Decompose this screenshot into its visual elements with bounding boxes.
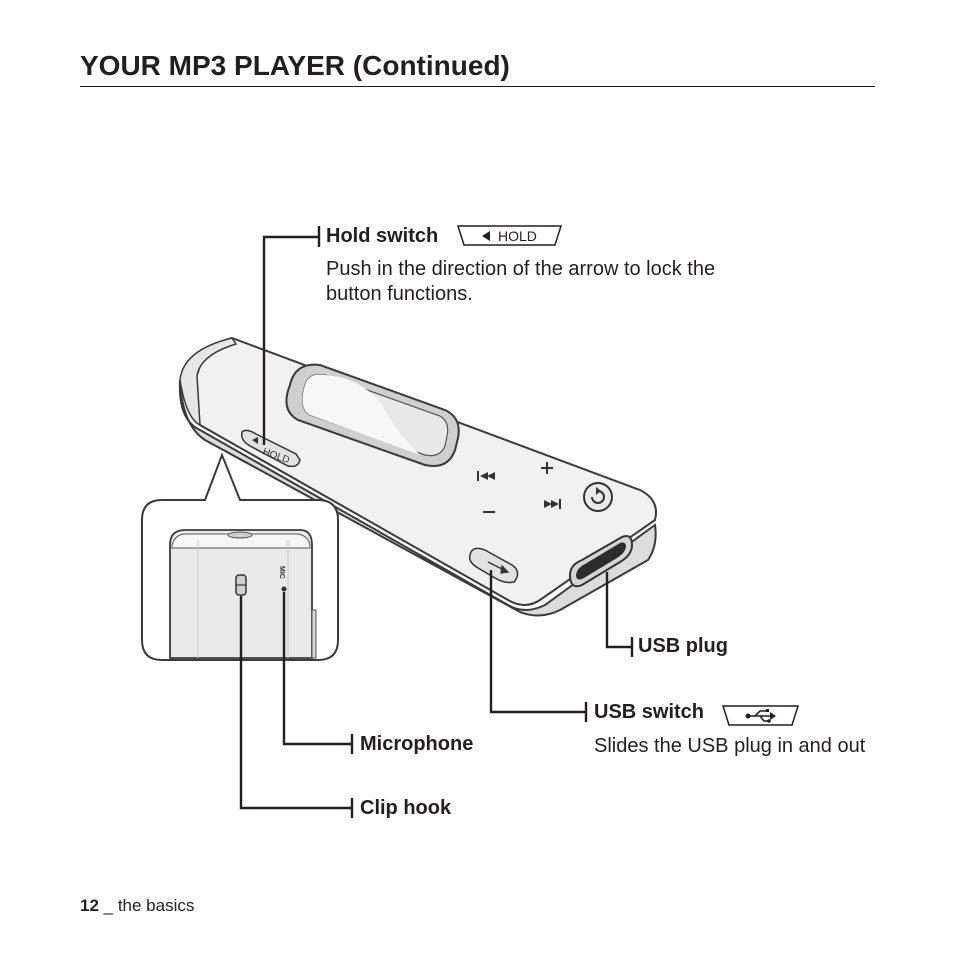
- usb-plug: [568, 535, 634, 588]
- usb-switch-legend-icon: [721, 705, 800, 726]
- usb-switch-description: Slides the USB plug in and out: [594, 735, 866, 757]
- microphone-label: Microphone: [360, 733, 474, 755]
- microphone-icon: MIC: [278, 566, 287, 592]
- back-button-icon: [583, 482, 613, 512]
- usb-symbol-icon: [748, 710, 772, 722]
- hold-switch-leader: [262, 235, 318, 445]
- usb-switch-label: USB switch: [594, 701, 705, 723]
- next-button-icon: [544, 499, 561, 509]
- hold-switch-legend-icon: HOLD: [456, 225, 563, 246]
- bottom-view-inset: MIC: [141, 452, 339, 661]
- volume-up-icon: [541, 462, 553, 474]
- hold-arrow-icon: [252, 437, 258, 444]
- clip-hook-label: Clip hook: [360, 797, 452, 819]
- leader-lines: [239, 226, 634, 818]
- usb-plug-leader: [605, 572, 632, 649]
- hold-switch-label: Hold switch: [326, 225, 439, 247]
- footer-separator: _: [98, 896, 118, 915]
- mp3-player-device: HOLD: [178, 336, 657, 617]
- title-rule: [80, 86, 875, 87]
- usb-plug-label: USB plug: [638, 635, 728, 657]
- hold-legend-text: HOLD: [498, 228, 537, 244]
- page-number: 12: [80, 896, 99, 915]
- display-screen: [285, 363, 460, 467]
- page-footer: 12 _ the basics: [80, 896, 194, 916]
- prev-button-icon: [477, 471, 495, 481]
- clip-hook-leader: [239, 596, 352, 810]
- microphone-leader: [282, 592, 352, 746]
- left-arrow-icon: [482, 231, 490, 241]
- usb-icon: [487, 561, 510, 574]
- clip-hook-icon: [235, 574, 247, 596]
- usb-switch-leader: [489, 570, 586, 714]
- usb-switch: [468, 547, 519, 584]
- footer-section: the basics: [117, 896, 195, 915]
- hold-switch-description: Push in the direction of the arrow to lo…: [326, 258, 716, 305]
- page-title: YOUR MP3 PLAYER (Continued): [80, 50, 510, 81]
- mic-text: MIC: [278, 566, 285, 579]
